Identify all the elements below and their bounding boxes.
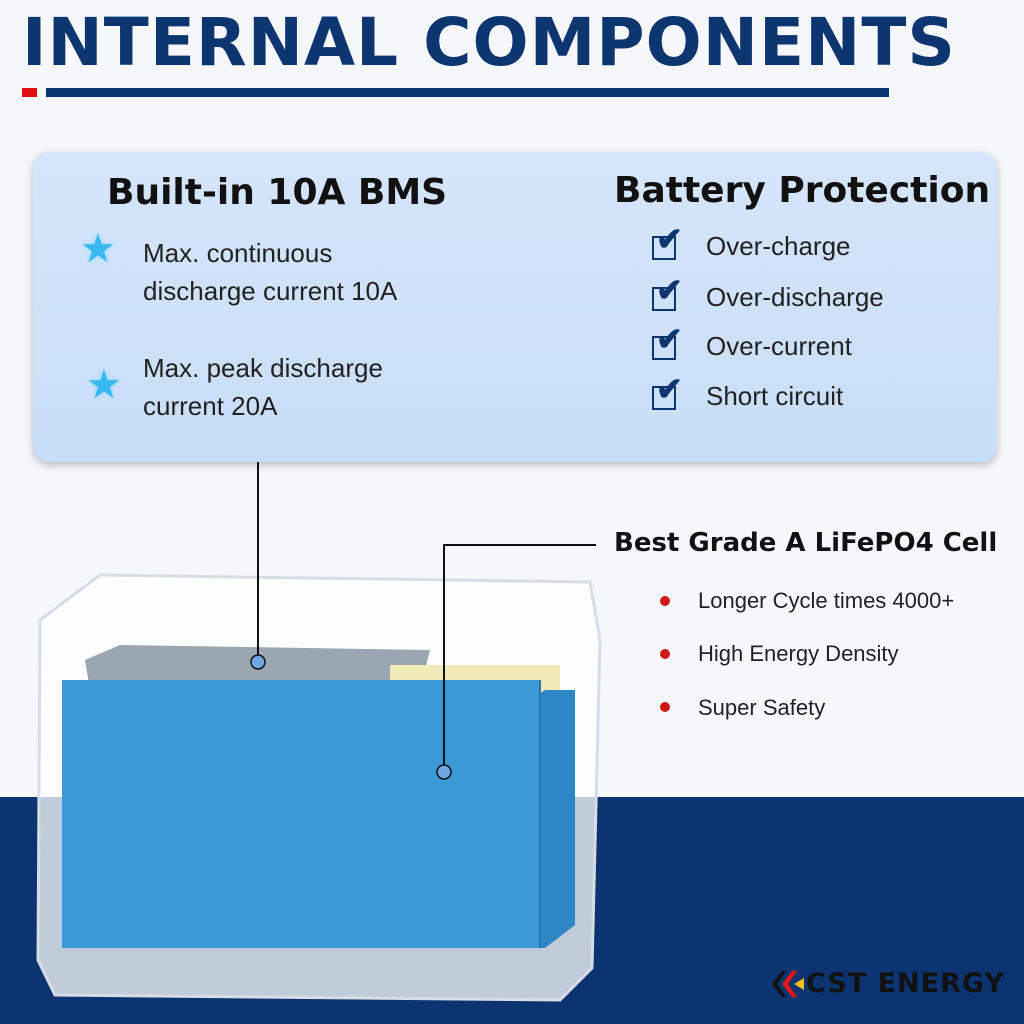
star-icon: ★	[86, 363, 122, 407]
checkbox-icon: ✔	[652, 223, 683, 260]
bms-item: Max. peak discharge current 20A	[143, 353, 383, 421]
star-icon: ★	[80, 227, 116, 271]
checkbox-icon: ✔	[652, 274, 683, 311]
cell-pointer-line	[443, 544, 596, 772]
bms-info-panel	[33, 152, 997, 462]
cell-item: Longer Cycle times 4000+	[698, 588, 955, 613]
bullet-icon	[660, 596, 670, 606]
title-accent-mark	[22, 88, 37, 97]
bullet-icon	[660, 702, 670, 712]
bullet-icon	[660, 649, 670, 659]
bms-heading: Built-in 10A BMS	[107, 172, 448, 213]
protection-item: Over-discharge	[706, 282, 884, 312]
cell-item: Super Safety	[698, 695, 826, 720]
bms-pointer-dot	[250, 654, 266, 670]
bms-item: Max. continuous discharge current 10A	[143, 238, 398, 306]
protection-item: Short circuit	[706, 381, 844, 411]
cell-pointer-dot	[436, 764, 452, 780]
brand-logo: CST ENERGY	[772, 968, 1005, 999]
cell-heading: Best Grade A LiFePO4 Cell	[614, 528, 998, 558]
protection-heading: Battery Protection	[614, 170, 991, 211]
protection-item: Over-current	[706, 331, 852, 361]
protection-item: Over-charge	[706, 231, 851, 261]
checkbox-icon: ✔	[652, 373, 683, 410]
checkbox-icon: ✔	[652, 323, 683, 360]
brand-name: CST ENERGY	[806, 968, 1005, 999]
brand-chevron-icon	[772, 970, 804, 997]
title-underline	[46, 88, 889, 97]
page-title: INTERNAL COMPONENTS	[22, 4, 956, 81]
cell-item: High Energy Density	[698, 641, 899, 666]
